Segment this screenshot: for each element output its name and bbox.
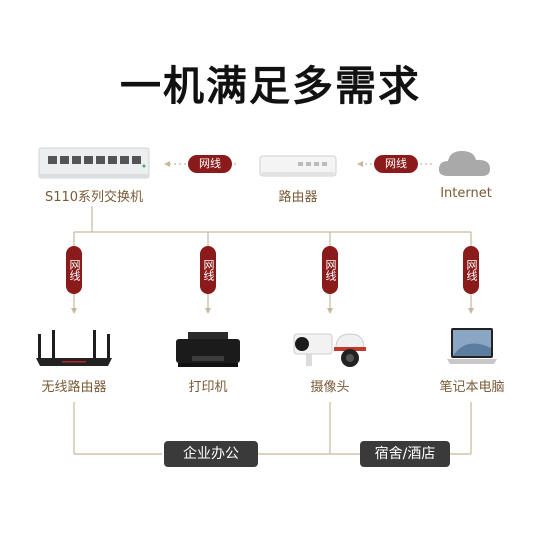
branch-cable-badge: 网线: [463, 246, 479, 294]
cable-badge: 网线: [374, 155, 418, 173]
device-label: 笔记本电脑: [439, 380, 505, 395]
printer-icon: [176, 332, 240, 367]
cloud-icon: [438, 151, 490, 176]
device-label: 无线路由器: [41, 380, 107, 395]
camera-icon: [293, 333, 366, 367]
arrow-left-icon: [164, 161, 170, 167]
switch-icon: [38, 147, 150, 179]
scenario-tag-dorm-hotel: 宿舍/酒店: [360, 441, 450, 467]
switch-label: S110系列交换机: [44, 190, 144, 205]
page-title: 一机满足多需求: [120, 62, 421, 110]
branch-cable-badge: 网线: [322, 246, 338, 294]
arrow-left-icon: [357, 161, 363, 167]
wifi-router-icon: [36, 330, 112, 366]
branch-cable-badge: 网线: [200, 246, 216, 294]
cable-badge: 网线: [188, 155, 232, 173]
device-label: 摄像头: [310, 380, 350, 395]
router-label: 路由器: [278, 190, 318, 205]
laptop-icon: [447, 328, 497, 364]
branch-cable-badge: 网线: [66, 246, 82, 294]
internet-label: Internet: [440, 186, 492, 201]
device-label: 打印机: [188, 380, 228, 395]
router-icon: [259, 155, 337, 177]
scenario-tag-office: 企业办公: [164, 441, 258, 467]
